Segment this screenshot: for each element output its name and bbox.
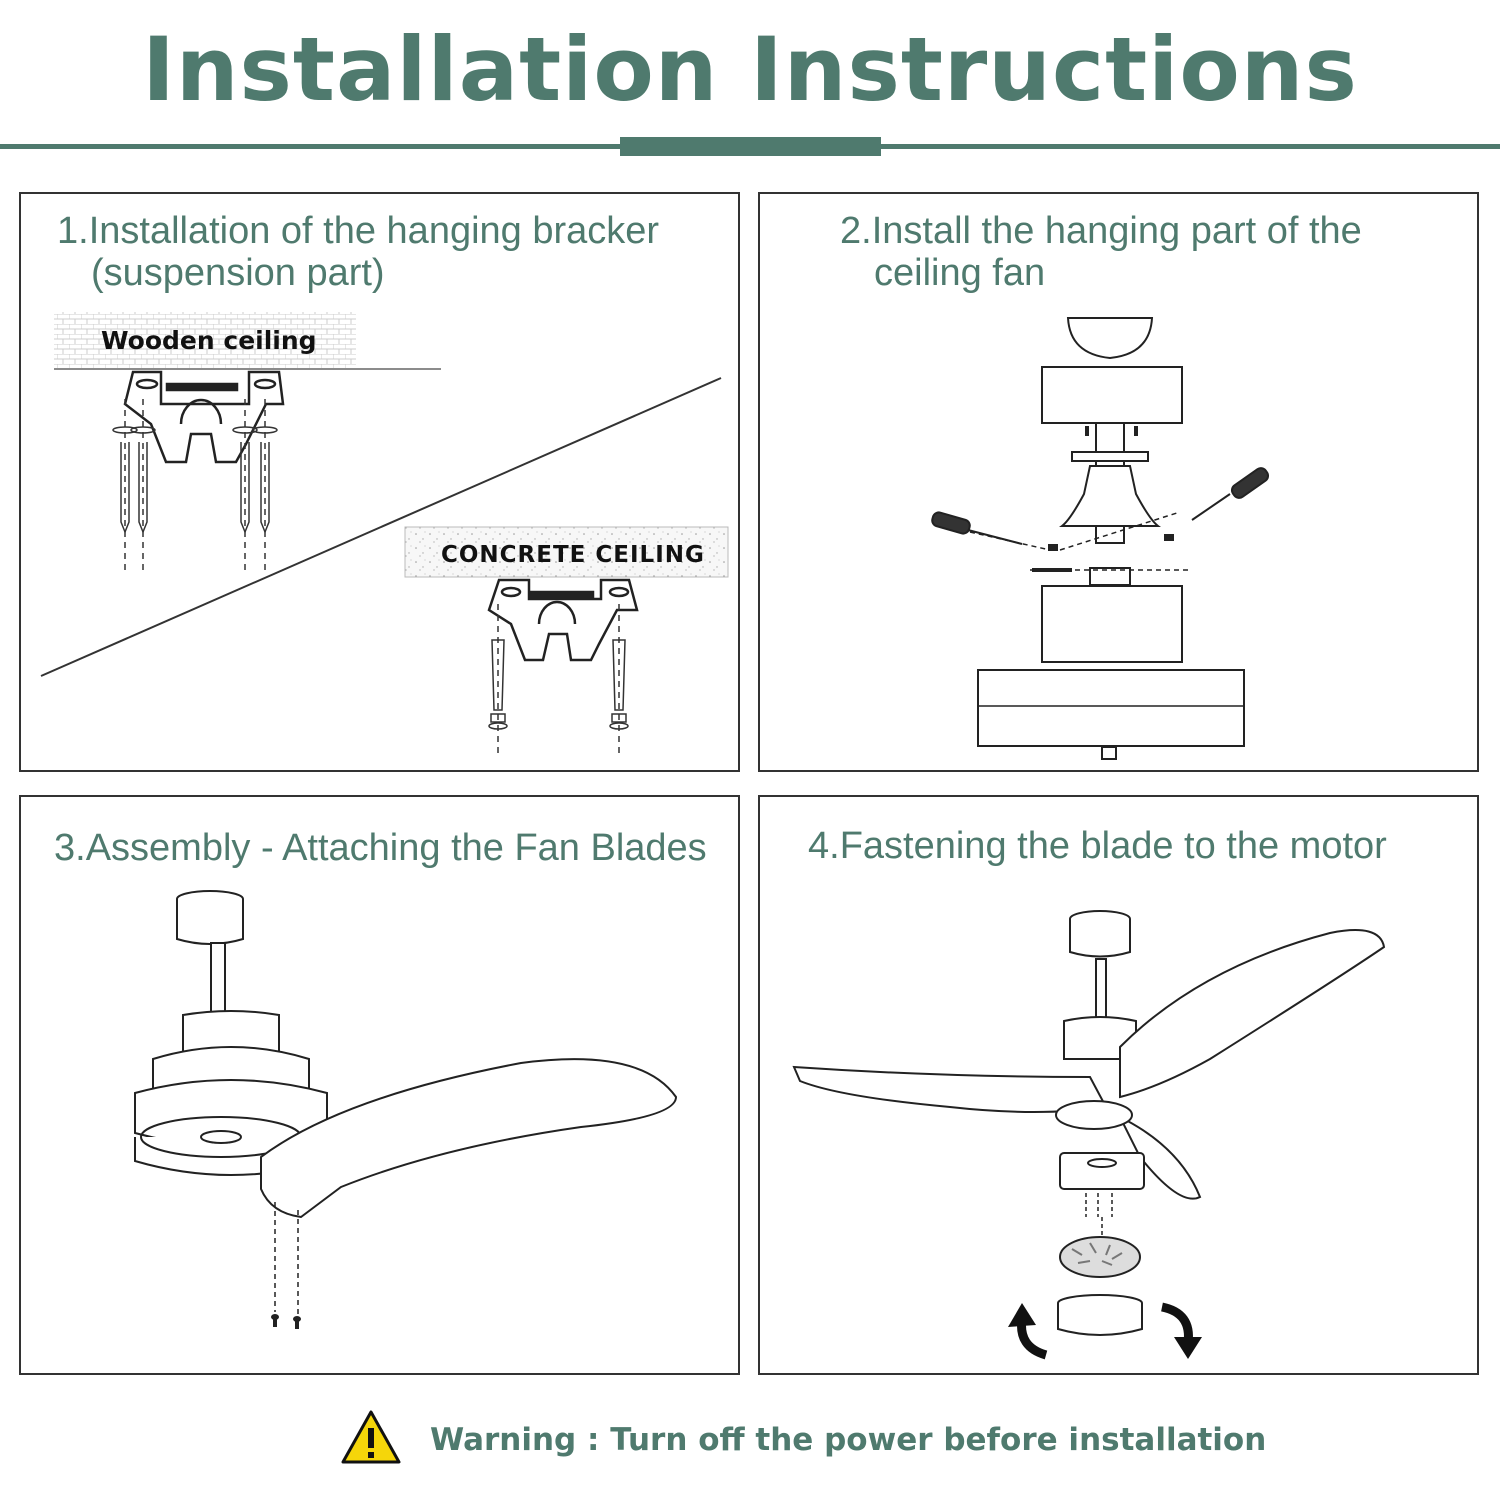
warning-triangle-icon <box>341 1410 401 1464</box>
light-kit-plate <box>1059 1152 1145 1190</box>
canopy <box>176 899 244 945</box>
concrete-ceiling-label: CONCRETE CEILING <box>441 542 705 568</box>
blade-screws <box>271 1314 301 1329</box>
warning-text: Warning : Turn off the power before inst… <box>430 1422 1267 1458</box>
light-cover <box>1057 1294 1143 1336</box>
blade-screw-guides <box>274 1202 299 1317</box>
concrete-ceiling-block <box>404 526 729 578</box>
rotate-left-arrow-icon <box>1008 1303 1048 1360</box>
screwdriver-right-icon <box>1191 467 1270 521</box>
wooden-ceiling-block <box>54 312 356 368</box>
led-light-panel <box>1059 1236 1141 1278</box>
blade-lower <box>1117 1114 1202 1200</box>
step-2-title-line1: 2.Install the hanging part of the <box>840 210 1362 252</box>
hanging-bracket-illustration <box>40 312 729 754</box>
canopy-ring <box>1071 451 1149 462</box>
screwdriver-left-icon <box>931 511 1023 545</box>
fasten-guides <box>1085 1193 1113 1237</box>
step-2-title-line2: ceiling fan <box>874 252 1046 294</box>
mounting-bowl <box>1066 317 1154 360</box>
hanging-part-illustration <box>931 317 1270 760</box>
fan-blade <box>260 1058 678 1219</box>
canopy <box>1069 919 1131 958</box>
step-1-title-line2: (suspension part) <box>91 252 385 294</box>
light-housing <box>977 669 1245 747</box>
ball-mount <box>1059 465 1161 527</box>
step-1-title-line1: 1.Installation of the hanging bracker <box>57 210 660 252</box>
screws <box>1032 426 1174 572</box>
step-1-panel: 1.Installation of the hanging bracker (s… <box>19 192 740 772</box>
title-divider-accent <box>620 137 881 156</box>
step-3-title: 3.Assembly - Attaching the Fan Blades <box>54 827 707 869</box>
blade-left <box>792 1065 1108 1113</box>
fasten-blade-illustration <box>792 910 1386 1360</box>
step-4-panel: 4.Fastening the blade to the motor <box>758 795 1479 1375</box>
step-2-panel: 2.Install the hanging part of the ceilin… <box>758 192 1479 772</box>
canopy-box <box>1041 366 1183 424</box>
step-1-title: 1.Installation of the hanging bracker (s… <box>57 210 659 294</box>
rotate-right-arrow-icon <box>1160 1302 1202 1359</box>
downrod <box>1095 958 1107 1024</box>
concrete-anchors <box>488 604 629 754</box>
step-4-title: 4.Fastening the blade to the motor <box>808 825 1387 867</box>
wooden-ceiling-label: Wooden ceiling <box>101 326 317 355</box>
concrete-bracket <box>487 578 639 662</box>
wood-screws <box>112 399 278 574</box>
pull-switch <box>1101 746 1117 760</box>
page-title: Installation Instructions <box>142 18 1358 121</box>
wood-bracket <box>123 370 285 464</box>
motor-housing <box>1041 585 1183 663</box>
divider-line <box>40 377 722 677</box>
step-2-title: 2.Install the hanging part of the ceilin… <box>840 210 1362 294</box>
blade-right <box>1119 929 1386 1099</box>
attach-blades-illustration <box>134 890 678 1329</box>
step-3-panel: 3.Assembly - Attaching the Fan Blades <box>19 795 740 1375</box>
upper-housing <box>182 1010 280 1058</box>
